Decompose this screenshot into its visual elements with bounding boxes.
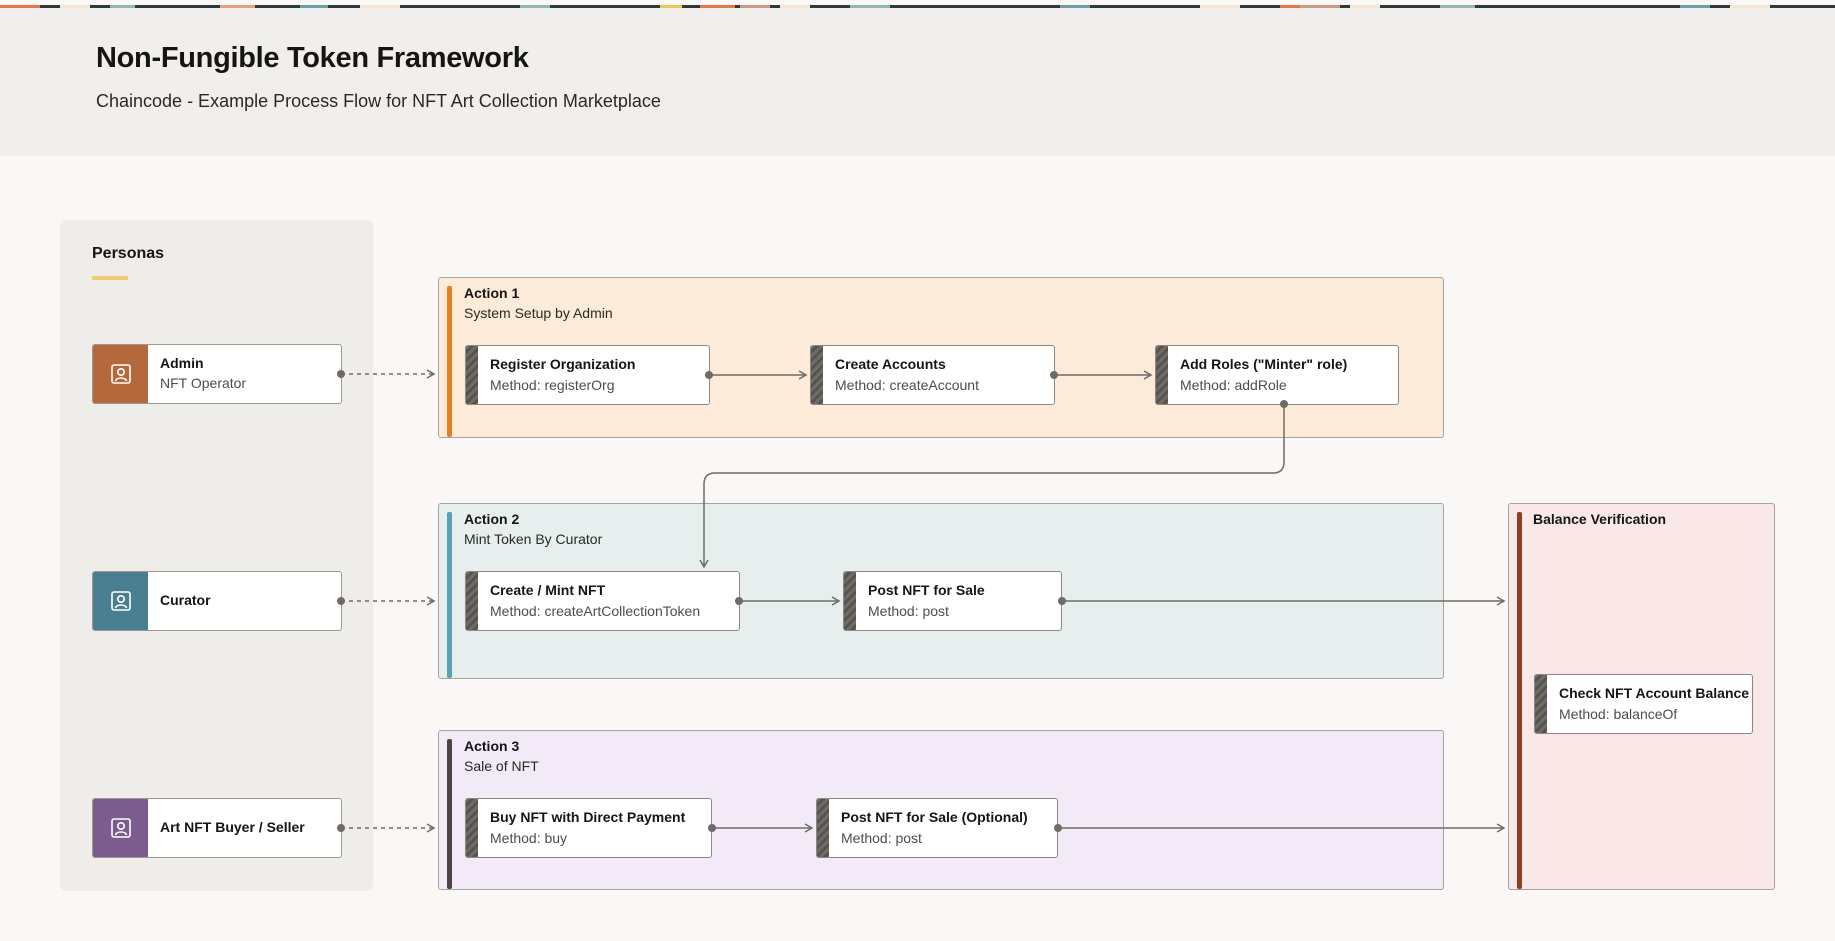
persona-curator[interactable]: Curator: [92, 571, 342, 631]
step-create-mint-nft[interactable]: Create / Mint NFT Method: createArtColle…: [465, 571, 740, 631]
action-label: Action 1: [464, 285, 520, 301]
action-subtitle: Sale of NFT: [464, 758, 539, 774]
step-title: Buy NFT with Direct Payment: [490, 809, 686, 825]
action-label: Action 3: [464, 738, 520, 754]
personas-panel: [60, 220, 373, 891]
balance-verification-bar: [1517, 512, 1522, 889]
persona-icon: [110, 591, 131, 611]
action-label: Balance Verification: [1533, 511, 1667, 527]
connector-buy-to-post-optional: [708, 823, 814, 833]
step-tab: [844, 572, 856, 630]
page-subtitle: Chaincode - Example Process Flow for NFT…: [96, 91, 661, 111]
step-tab: [466, 346, 478, 404]
decorative-top-band: [0, 0, 1835, 8]
step-method: Method: createArtCollectionToken: [490, 603, 701, 619]
connector-accounts-to-roles: [1050, 370, 1153, 380]
step-tab: [466, 799, 478, 857]
step-title: Register Organization: [490, 356, 636, 372]
step-title: Check NFT Account Balance: [1559, 685, 1750, 701]
persona-icon: [110, 364, 131, 384]
step-tab: [817, 799, 829, 857]
step-title: Create / Mint NFT: [490, 582, 606, 598]
persona-name: Art NFT Buyer / Seller: [160, 819, 305, 835]
persona-connector-admin: [337, 369, 436, 379]
step-method: Method: createAccount: [835, 377, 979, 393]
persona-admin[interactable]: Admin NFT Operator: [92, 344, 342, 404]
step-tab: [1535, 675, 1547, 733]
step-method: Method: post: [868, 603, 949, 619]
personas-title: Personas: [92, 245, 165, 262]
step-add-roles[interactable]: Add Roles ("Minter" role) Method: addRol…: [1155, 345, 1399, 405]
persona-role: NFT Operator: [160, 375, 247, 391]
persona-swatch-buyer-seller: [93, 799, 148, 857]
action-3-bar: [447, 739, 452, 889]
step-create-accounts[interactable]: Create Accounts Method: createAccount: [810, 345, 1055, 405]
connector-post-to-verification: [1058, 596, 1506, 606]
persona-name: Admin: [160, 355, 204, 371]
step-post-nft-for-sale-optional[interactable]: Post NFT for Sale (Optional) Method: pos…: [816, 798, 1058, 858]
persona-connector-buyer-seller: [337, 823, 436, 833]
persona-swatch-curator: [93, 572, 148, 630]
step-method: Method: registerOrg: [490, 377, 615, 393]
persona-buyer-seller[interactable]: Art NFT Buyer / Seller: [92, 798, 342, 858]
action-subtitle: System Setup by Admin: [464, 305, 613, 321]
step-title: Post NFT for Sale (Optional): [841, 809, 1028, 825]
action-label: Action 2: [464, 511, 520, 527]
step-post-nft-for-sale[interactable]: Post NFT for Sale Method: post: [843, 571, 1062, 631]
step-title: Create Accounts: [835, 356, 946, 372]
persona-swatch-admin: [93, 345, 148, 403]
personas-underline: [92, 276, 128, 280]
step-title: Post NFT for Sale: [868, 582, 985, 598]
step-title: Add Roles ("Minter" role): [1180, 356, 1348, 372]
persona-name: Curator: [160, 592, 211, 608]
page-header: [0, 8, 1835, 156]
connector-mint-to-post: [735, 596, 841, 606]
connector-post-optional-to-verification: [1054, 823, 1506, 833]
step-register-organization[interactable]: Register Organization Method: registerOr…: [465, 345, 710, 405]
connector-roles-to-mint: [699, 400, 1288, 569]
page-title: Non-Fungible Token Framework: [96, 42, 529, 74]
step-tab: [466, 572, 478, 630]
step-method: Method: addRole: [1180, 377, 1287, 393]
step-tab: [811, 346, 823, 404]
step-method: Method: balanceOf: [1559, 706, 1678, 722]
action-subtitle: Mint Token By Curator: [464, 531, 603, 547]
action-2-bar: [447, 512, 452, 678]
step-buy-nft[interactable]: Buy NFT with Direct Payment Method: buy: [465, 798, 712, 858]
persona-connector-curator: [337, 596, 436, 606]
step-tab: [1156, 346, 1168, 404]
action-1-bar: [447, 286, 452, 437]
step-method: Method: buy: [490, 830, 568, 846]
connector-register-to-accounts: [705, 370, 808, 380]
persona-icon: [110, 818, 131, 838]
step-method: Method: post: [841, 830, 922, 846]
step-check-nft-balance[interactable]: Check NFT Account Balance Method: balanc…: [1534, 674, 1753, 734]
